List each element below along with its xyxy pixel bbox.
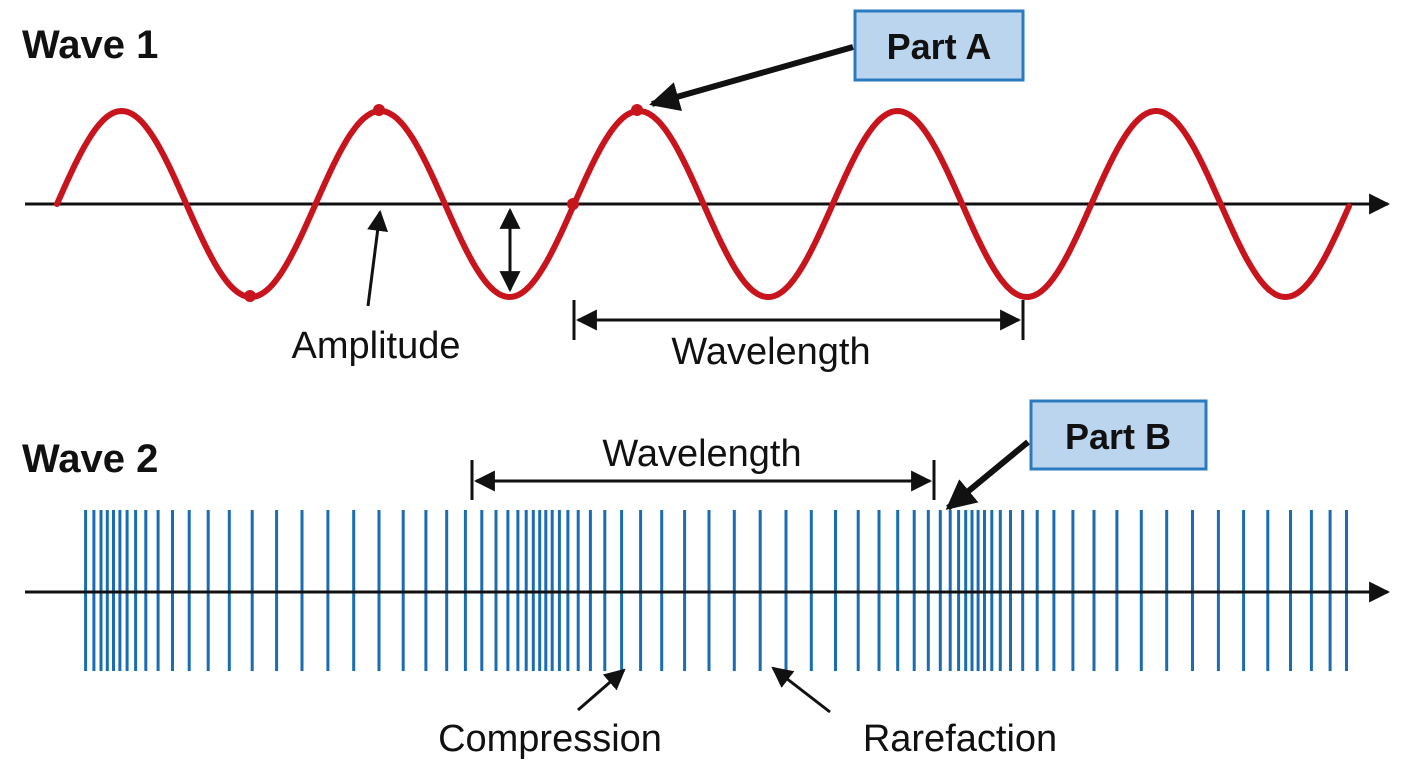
wave1-node-dot <box>567 198 579 210</box>
part-b-callout: Part B <box>945 399 1208 511</box>
part-b-label: Part B <box>1065 416 1171 457</box>
compression-label: Compression <box>438 718 662 760</box>
part-a-arrow <box>649 44 854 112</box>
part-b-arrow <box>945 439 1030 511</box>
wave1-part-a-crest-dot <box>631 104 643 116</box>
part-a-callout: Part A <box>649 9 1025 112</box>
amplitude-pointer-arrow <box>366 209 389 307</box>
wave1-sine-curve <box>54 107 1352 301</box>
wave1-title: Wave 1 <box>22 23 158 67</box>
wave1-wavelength-label: Wavelength <box>671 331 870 373</box>
part-b-box <box>1029 399 1208 471</box>
part-a-label: Part A <box>887 26 992 67</box>
wave1-crest-dot <box>373 104 385 116</box>
wave2-title: Wave 2 <box>22 437 158 481</box>
rarefaction-label: Rarefaction <box>863 718 1057 760</box>
wave1-trough-dot <box>244 290 256 302</box>
wave2-wavelength-label: Wavelength <box>602 433 801 475</box>
rarefaction-pointer-arrow <box>771 666 831 714</box>
compression-pointer-arrow <box>577 668 626 712</box>
part-a-box <box>853 9 1025 82</box>
amplitude-label: Amplitude <box>292 325 461 367</box>
